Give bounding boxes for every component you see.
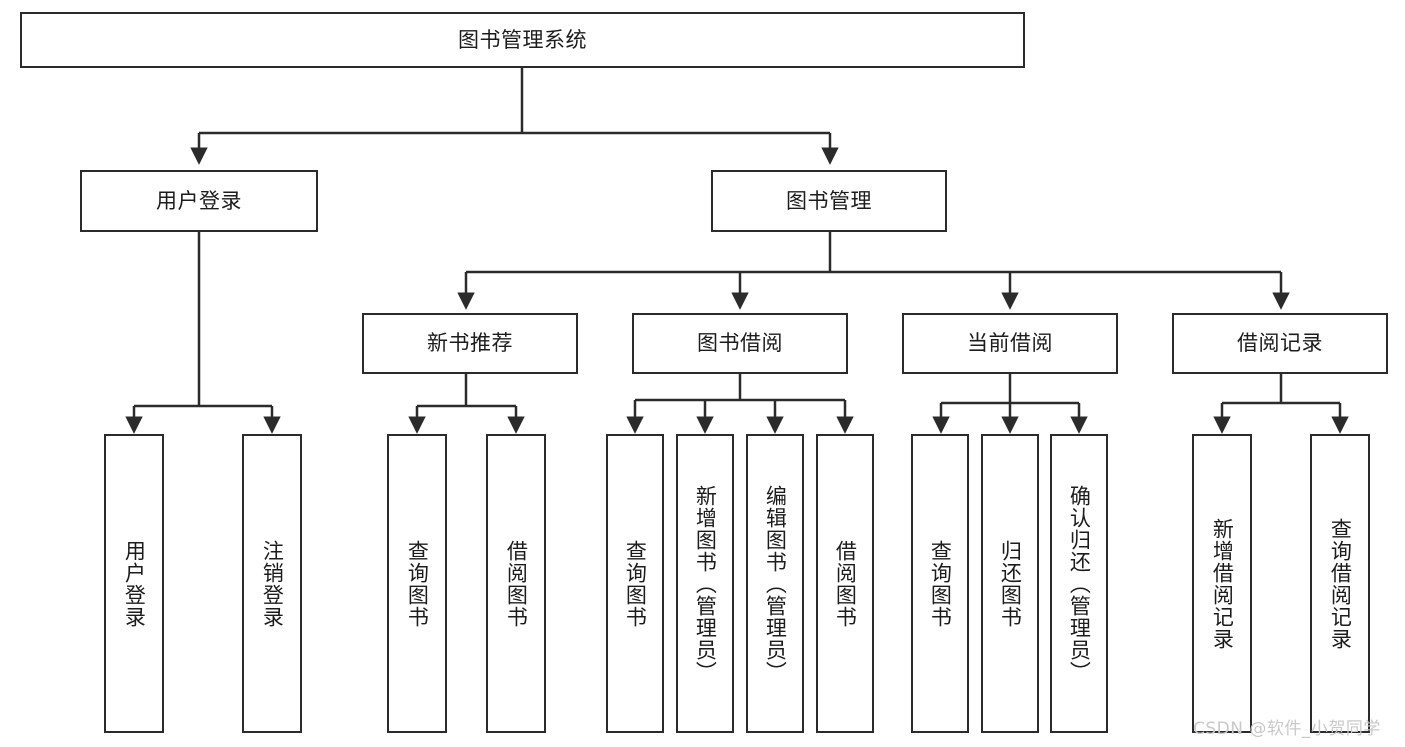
node-label: 归还图书: [998, 539, 1023, 628]
leaf-current-confirm-return-admin[interactable]: 确认归还（管理员）: [1050, 434, 1108, 733]
node-label: 查询图书: [405, 539, 430, 628]
node-label: 新增借阅记录: [1210, 517, 1235, 650]
node-label: 借阅图书: [833, 539, 858, 628]
node-label: 新增图书（管理员）: [693, 484, 718, 683]
node-label: 当前借阅: [967, 331, 1053, 356]
leaf-user-login-login[interactable]: 用户登录: [104, 434, 164, 733]
leaf-current-query-book[interactable]: 查询图书: [911, 434, 969, 733]
node-label: 用户登录: [156, 188, 242, 213]
leaf-borrow-borrow-book[interactable]: 借阅图书: [816, 434, 874, 733]
leaf-user-login-logout[interactable]: 注销登录: [242, 434, 302, 733]
node-label: 新书推荐: [427, 331, 513, 356]
leaf-recommend-borrow-book[interactable]: 借阅图书: [486, 434, 546, 733]
csdn-watermark: CSDN @软件_小贺同学: [1193, 719, 1381, 739]
leaf-record-add-record[interactable]: 新增借阅记录: [1192, 434, 1252, 733]
node-label: 图书借阅: [697, 331, 783, 356]
node-user-login[interactable]: 用户登录: [80, 170, 318, 232]
node-label: 编辑图书（管理员）: [763, 484, 788, 683]
leaf-borrow-edit-book-admin[interactable]: 编辑图书（管理员）: [746, 434, 804, 733]
node-label: 注销登录: [260, 539, 285, 628]
leaf-current-return-book[interactable]: 归还图书: [981, 434, 1039, 733]
node-new-book-recommend[interactable]: 新书推荐: [362, 313, 578, 374]
leaf-borrow-add-book-admin[interactable]: 新增图书（管理员）: [676, 434, 734, 733]
node-label: 图书管理系统: [458, 27, 587, 52]
leaf-recommend-query-book[interactable]: 查询图书: [387, 434, 447, 733]
node-label: 图书管理: [786, 188, 872, 213]
node-label: 借阅记录: [1237, 331, 1323, 356]
node-label: 用户登录: [122, 539, 147, 628]
node-current-borrow[interactable]: 当前借阅: [902, 313, 1118, 374]
node-book-management[interactable]: 图书管理: [711, 170, 947, 232]
node-book-borrow[interactable]: 图书借阅: [632, 313, 848, 374]
node-borrow-record[interactable]: 借阅记录: [1172, 313, 1388, 374]
node-label: 查询借阅记录: [1328, 517, 1353, 650]
leaf-borrow-query-book[interactable]: 查询图书: [606, 434, 664, 733]
leaf-record-query-record[interactable]: 查询借阅记录: [1310, 434, 1370, 733]
node-label: 借阅图书: [504, 539, 529, 628]
node-label: 查询图书: [623, 539, 648, 628]
node-label: 查询图书: [928, 539, 953, 628]
node-root-system[interactable]: 图书管理系统: [20, 12, 1025, 68]
node-label: 确认归还（管理员）: [1067, 484, 1092, 683]
